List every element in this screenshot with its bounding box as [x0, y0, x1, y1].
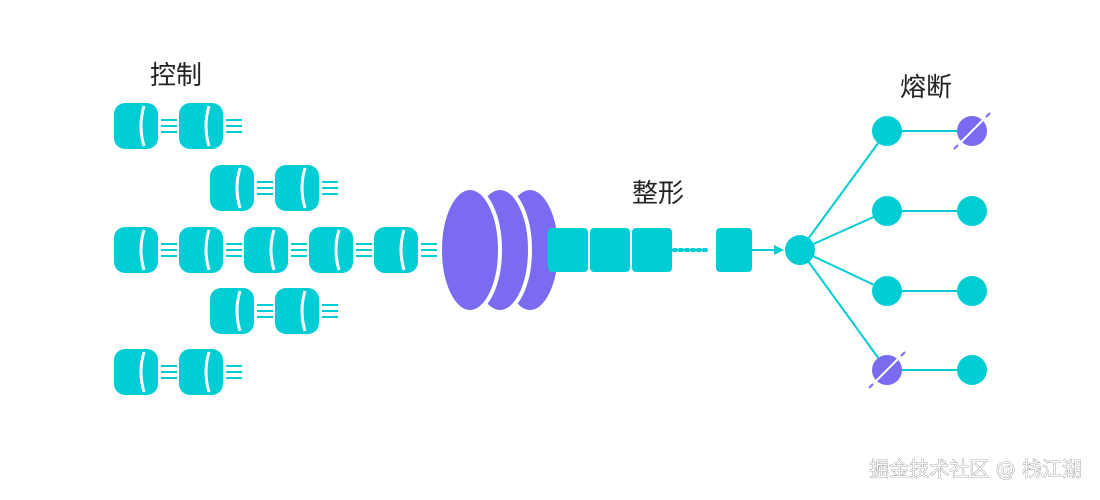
request-pill: [309, 227, 372, 273]
rate-limiter: [438, 186, 562, 314]
request-pill: [114, 227, 177, 273]
request-pill: [179, 227, 242, 273]
request-pill: [210, 165, 273, 211]
label-control: 控制: [150, 61, 202, 91]
request-pill: [275, 165, 338, 211]
root-node: [785, 235, 815, 265]
leaf-2: [957, 196, 987, 226]
node-2: [872, 196, 902, 226]
branch-1: [799, 130, 888, 251]
request-pill: [114, 103, 177, 149]
broken-leaf-1: [953, 112, 991, 150]
queue-box-1: [548, 228, 588, 272]
node-1: [872, 116, 902, 146]
leaf-4: [957, 355, 987, 385]
branch-2: [799, 210, 888, 251]
shaping-queue: [548, 228, 784, 272]
label-circuit-breaking: 熔断: [900, 73, 952, 103]
request-pill: [114, 349, 177, 395]
circuit-breaker-tree: [785, 112, 991, 389]
request-pill: [179, 103, 242, 149]
node-3: [872, 276, 902, 306]
queue-box-last: [716, 228, 752, 272]
watermark-text: 掘金技术社区 @ 栈江湖: [869, 457, 1082, 481]
leaf-3: [957, 276, 987, 306]
branch-4: [799, 249, 888, 371]
request-pill: [244, 227, 307, 273]
request-pill: [374, 227, 437, 273]
queue-box-3: [632, 228, 672, 272]
branch-3: [799, 249, 888, 292]
request-pill: [179, 349, 242, 395]
queue-box-2: [590, 228, 630, 272]
limiter-disk-1: [438, 186, 502, 314]
queue-arrow-head: [774, 245, 784, 255]
request-pill: [275, 288, 338, 334]
label-shaping: 整形: [632, 179, 684, 209]
broken-node-4: [868, 351, 906, 389]
control-request-groups: [114, 103, 437, 395]
request-pill: [210, 288, 273, 334]
